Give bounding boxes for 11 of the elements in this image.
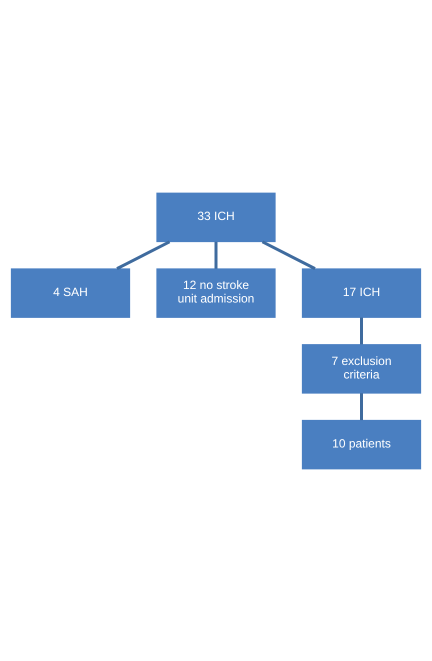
connector (360, 317, 363, 344)
node-box: 33 ICH (156, 192, 276, 242)
node-box: 12 no stroke unit admission (156, 268, 276, 318)
node-box: 17 ICH (302, 268, 422, 318)
connector (360, 392, 363, 420)
node-box: 4 SAH (10, 268, 130, 318)
connector (214, 241, 218, 268)
node-box: 7 exclusion criteria (302, 344, 422, 394)
connector (262, 240, 316, 270)
node-box: 10 patients (302, 419, 422, 469)
connector (116, 240, 170, 270)
